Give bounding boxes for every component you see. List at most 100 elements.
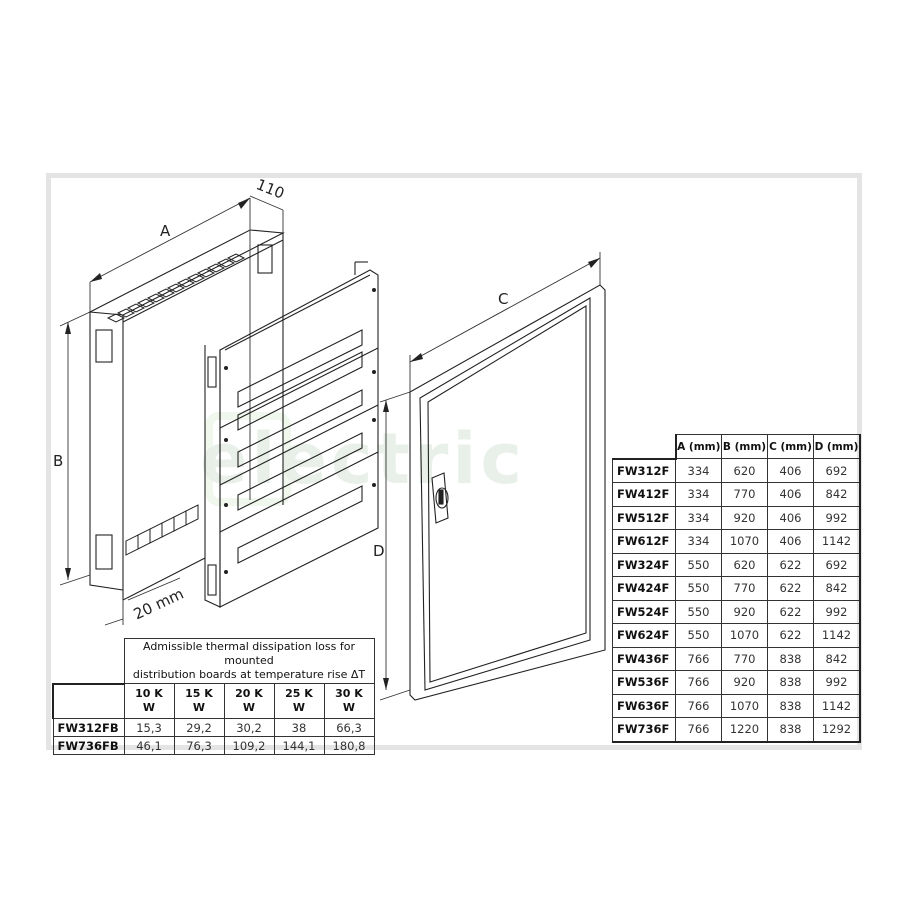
b-cell: 1220 (721, 717, 768, 742)
a-cell: 334 (675, 529, 722, 554)
a-cell: 550 (675, 552, 722, 577)
table-header-blank (612, 434, 677, 460)
table-row: FW312F 334 620 406 692 (612, 458, 861, 483)
model-cell: FW524F (612, 599, 676, 624)
door-drawing (409, 284, 606, 701)
dimension-lines (59, 195, 601, 701)
model-cell: FW624F (612, 623, 676, 648)
a-cell: 766 (675, 717, 722, 742)
a-cell: 334 (675, 482, 722, 507)
d-cell: 692 (813, 552, 861, 577)
a-cell: 334 (675, 458, 722, 483)
b-cell: 920 (721, 670, 768, 695)
c-cell: 838 (767, 646, 814, 671)
a-cell: 334 (675, 505, 722, 530)
thermal-table-caption: Admissible thermal dissipation loss for … (123, 638, 375, 684)
model-cell: FW312F (612, 458, 676, 483)
column-unit: W (292, 701, 306, 714)
model-cell: FW424F (612, 576, 676, 601)
b-cell: 770 (721, 646, 768, 671)
table-header-d: D (mm) (813, 434, 861, 459)
table-row: FW736FB 46,1 76,3 109,2 144,1 180,8 (52, 736, 375, 755)
caption-row: Admissible thermal dissipation loss for … (53, 638, 375, 684)
c-cell: 838 (767, 670, 814, 695)
a-cell: 550 (675, 623, 722, 648)
c-cell: 622 (767, 576, 814, 601)
c-cell: 406 (767, 482, 814, 507)
model-cell: FW612F (612, 529, 676, 554)
model-cell: FW312FB (52, 718, 125, 737)
caption-line-2: distribution boards at temperature rise … (132, 668, 366, 681)
d-cell: 1142 (813, 623, 861, 648)
d-cell: 1292 (813, 717, 861, 742)
value-cell: 109,2 (223, 736, 275, 755)
value-cell: 180,8 (323, 736, 375, 755)
table-row: FW324F 550 620 622 692 (612, 552, 861, 577)
table-header-row: A (mm) B (mm) C (mm) D (mm) (612, 434, 861, 460)
table-row: FW424F 550 770 622 842 (612, 576, 861, 601)
d-cell: 842 (813, 646, 861, 671)
table-row: FW312FB 15,3 29,2 30,2 38 66,3 (52, 718, 375, 737)
watermark-logo-icon (205, 412, 291, 506)
c-cell: 622 (767, 599, 814, 624)
value-cell: 66,3 (323, 718, 375, 737)
value-cell: 46,1 (123, 736, 175, 755)
mounting-frame-drawing (204, 261, 379, 608)
enclosure-drawing (88, 229, 285, 601)
model-cell: FW636F (612, 693, 676, 718)
a-cell: 550 (675, 576, 722, 601)
dimension-arrows (65, 198, 600, 690)
table-row: FW612F 334 1070 406 1142 (612, 529, 861, 554)
b-cell: 620 (721, 552, 768, 577)
d-cell: 1142 (813, 693, 861, 718)
model-cell: FW412F (612, 482, 676, 507)
table-row: FW736F 766 1220 838 1292 (612, 717, 861, 742)
model-cell: FW324F (612, 552, 676, 577)
b-cell: 1070 (721, 693, 768, 718)
column-k: 15 K (185, 687, 213, 700)
value-cell: 76,3 (173, 736, 225, 755)
b-cell: 1070 (721, 623, 768, 648)
dimensions-table: A (mm) B (mm) C (mm) D (mm) FW312F 334 6… (612, 434, 861, 743)
d-cell: 1142 (813, 529, 861, 554)
table-row: FW636F 766 1070 838 1142 (612, 693, 861, 718)
column-k: 10 K (135, 687, 163, 700)
model-cell: FW436F (612, 646, 676, 671)
d-cell: 842 (813, 576, 861, 601)
a-cell: 766 (675, 670, 722, 695)
d-cell: 842 (813, 482, 861, 507)
column-unit: W (342, 701, 356, 714)
table-header-blank (52, 682, 125, 719)
d-cell: 992 (813, 599, 861, 624)
b-cell: 920 (721, 599, 768, 624)
b-cell: 770 (721, 482, 768, 507)
table-row: FW624F 550 1070 622 1142 (612, 623, 861, 648)
c-cell: 838 (767, 717, 814, 742)
caption-line-1: Admissible thermal dissipation loss for … (142, 640, 355, 667)
b-cell: 620 (721, 458, 768, 483)
column-unit: W (242, 701, 256, 714)
a-cell: 766 (675, 646, 722, 671)
table-row: FW524F 550 920 622 992 (612, 599, 861, 624)
c-cell: 406 (767, 505, 814, 530)
c-cell: 622 (767, 623, 814, 648)
model-cell: FW736F (612, 717, 676, 742)
table-row: FW412F 334 770 406 842 (612, 482, 861, 507)
value-cell: 30,2 (223, 718, 275, 737)
thermal-dissipation-table: Admissible thermal dissipation loss for … (52, 638, 375, 755)
value-cell: 29,2 (173, 718, 225, 737)
model-cell: FW512F (612, 505, 676, 530)
value-cell: 38 (273, 718, 325, 737)
table-row: FW436F 766 770 838 842 (612, 646, 861, 671)
d-cell: 992 (813, 670, 861, 695)
table-header-a: A (mm) (675, 434, 722, 459)
b-cell: 1070 (721, 529, 768, 554)
column-unit: W (192, 701, 206, 714)
dimension-label-b: B (53, 452, 64, 470)
dimension-label-d: D (373, 542, 385, 560)
